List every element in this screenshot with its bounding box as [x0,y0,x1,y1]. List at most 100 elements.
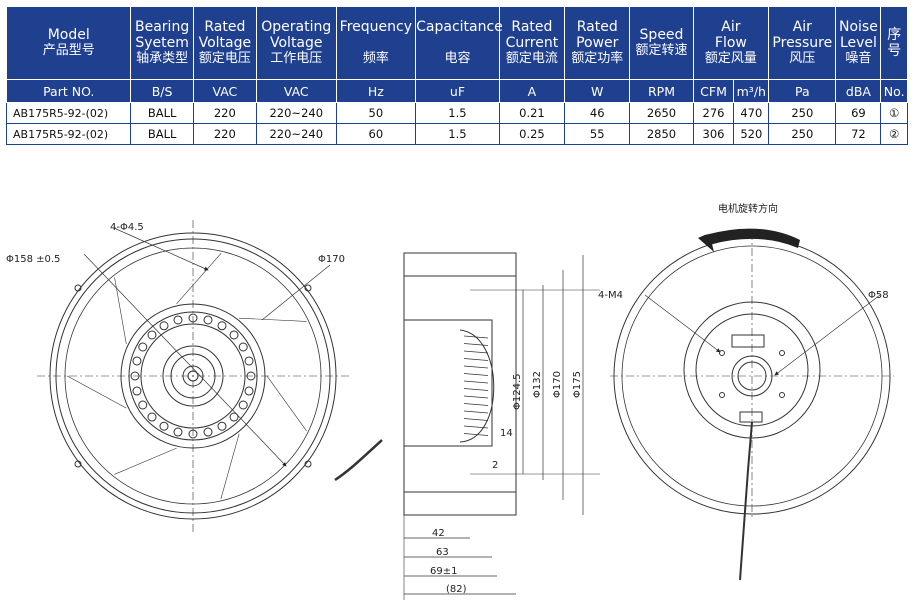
front-blades [66,252,307,499]
dim63-label: 63 [436,547,449,558]
dim14-label: 14 [500,428,513,439]
rivet-hole [132,386,142,396]
blade-line [239,317,307,322]
cell-pressure: 250 [768,102,837,124]
unit-cell: Part NO. [5,79,132,103]
d132-label: Φ132 [532,371,543,398]
unit-cell: Hz [335,79,417,103]
cell-capacitance: 1.5 [415,123,500,145]
rivet-hole [147,330,157,340]
unit-cell: VAC [192,79,257,103]
rivet-hole [132,356,142,366]
cell-capacitance: 1.5 [415,102,500,124]
rivet-hole [238,400,248,410]
rivet-hole [173,427,183,437]
blade-line [114,447,177,475]
cell-frequency: 60 [335,123,417,145]
m4-hole [719,392,725,398]
unit-cell: W [564,79,631,103]
units-row: Part NO. B/S VAC VAC Hz uF A W RPM CFM m… [5,79,908,103]
blade-line [66,375,127,409]
technical-drawings: 4-Φ4.5 Φ158 ±0.5 Φ170 Φ124.5 Φ132 Φ170 Φ… [6,202,894,600]
cell-cfm: 306 [692,123,735,145]
fin-line [463,335,489,339]
fin-line [463,350,489,354]
unit-cell: Pa [768,79,837,103]
fin-line [463,388,489,391]
rotation-arrow-icon [698,228,800,252]
fin-line [463,373,489,376]
rivet-hole [203,427,213,437]
dim2-label: 2 [492,460,498,471]
dim69-label: 69±1 [430,566,457,577]
cell-speed: 2850 [629,123,694,145]
rivet-hole [159,421,169,431]
rivet-hole [238,342,248,352]
unit-cell: m³/h [733,79,770,103]
cell-noise: 72 [835,123,882,145]
dia158-label: Φ158 ±0.5 [6,254,60,265]
side-view [334,252,600,600]
motor-fins [463,335,489,436]
cell-speed: 2650 [629,102,694,124]
m4-hole [719,350,725,356]
table-row: AB175R5-92-(02) BALL 220 220~240 60 1.5 … [5,123,908,145]
rivet-hole [244,386,254,396]
rivet-hole [217,421,227,431]
cell-operating-voltage: 220~240 [255,102,337,124]
mount-hole [304,284,312,292]
mount-hole [74,284,82,292]
fin-line [463,395,489,399]
fin-line [463,403,489,406]
cell-m3h: 520 [733,123,770,145]
cell-power: 46 [564,102,631,124]
blade-line [220,433,240,499]
unit-cell: VAC [255,79,337,103]
d170-label: Φ170 [552,371,563,398]
cell-rated-voltage: 220 [192,102,257,124]
cell-current: 0.25 [498,123,566,145]
cell-power: 55 [564,123,631,145]
cell-noise: 69 [835,102,882,124]
holes-label: 4-Φ4.5 [110,222,144,233]
rivet-hole [159,321,169,331]
unit-cell: A [498,79,566,103]
fin-line [463,365,489,369]
d175-label: Φ175 [572,371,583,398]
d124-label: Φ124.5 [512,374,523,411]
table-row: AB175R5-92-(02) BALL 220 220~240 50 1.5 … [5,102,908,124]
blade-line [176,252,222,305]
d58-label: Φ58 [868,290,889,301]
rivet-hole [229,412,239,422]
blade-line [266,375,307,431]
cell-no: ② [880,123,908,145]
cell-pressure: 250 [768,123,837,145]
cell-m3h: 470 [733,102,770,124]
dim82-label: (82) [446,584,467,595]
unit-cell: B/S [130,79,194,103]
fin-line [463,425,489,429]
fin-line [463,418,489,421]
cell-current: 0.21 [498,102,566,124]
rotation-label: 电机旋转方向 [718,202,778,215]
fin-line [463,358,489,361]
unit-cell: dBA [835,79,882,103]
cell-frequency: 50 [335,102,417,124]
m4-hole [779,350,785,356]
mount-hole [74,460,82,468]
blade-line [114,277,127,344]
rivet-hole [173,315,183,325]
cell-no: ① [880,102,908,124]
cell-cfm: 276 [692,102,735,124]
